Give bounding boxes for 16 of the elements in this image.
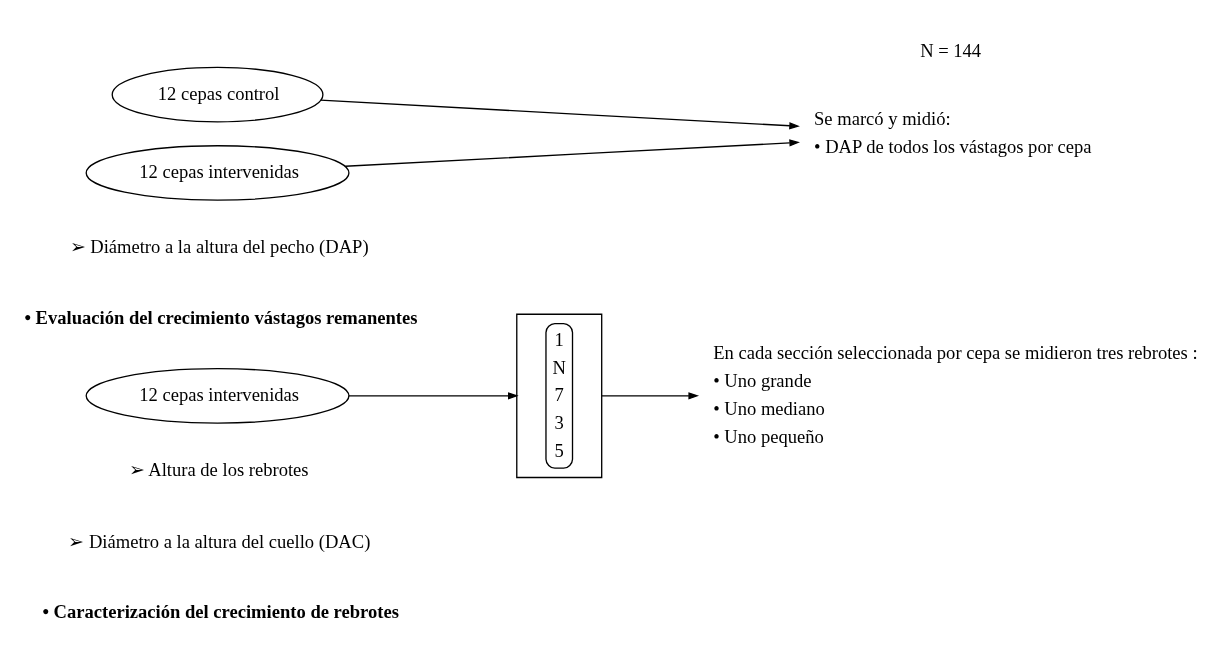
label: ➢ Diámetro a la altura del cuello (DAC) bbox=[68, 530, 371, 552]
label: • Evaluación del crecimiento vástagos remanentes bbox=[24, 306, 418, 328]
label: • Caracterización del crecimiento de rebrotes bbox=[42, 600, 399, 622]
label: ➢ Diámetro a la altura del pecho (DAP) bbox=[69, 235, 369, 257]
arrow bbox=[348, 391, 519, 400]
node-ellipse: 12 cepas control bbox=[111, 66, 324, 123]
node-text: Se marcó y midió: • DAP de todos los vástagos por cepa bbox=[814, 107, 1092, 157]
node-text: En cada sección seleccionada por cepa se midieron tres rebrotes : • Uno grande • Uno mediano • Uno pequeño bbox=[713, 341, 1198, 447]
label: N = 144 bbox=[920, 39, 982, 61]
node-ellipse: 12 cepas intervenidas bbox=[85, 144, 350, 201]
arrow bbox=[601, 391, 700, 400]
arrow bbox=[319, 99, 800, 129]
node-box: 1 N 7 3 5 bbox=[516, 313, 603, 478]
arrow bbox=[344, 138, 800, 167]
node-ellipse: 12 cepas intervenidas bbox=[85, 367, 350, 424]
label: ➢ Altura de los rebrotes bbox=[128, 458, 309, 480]
